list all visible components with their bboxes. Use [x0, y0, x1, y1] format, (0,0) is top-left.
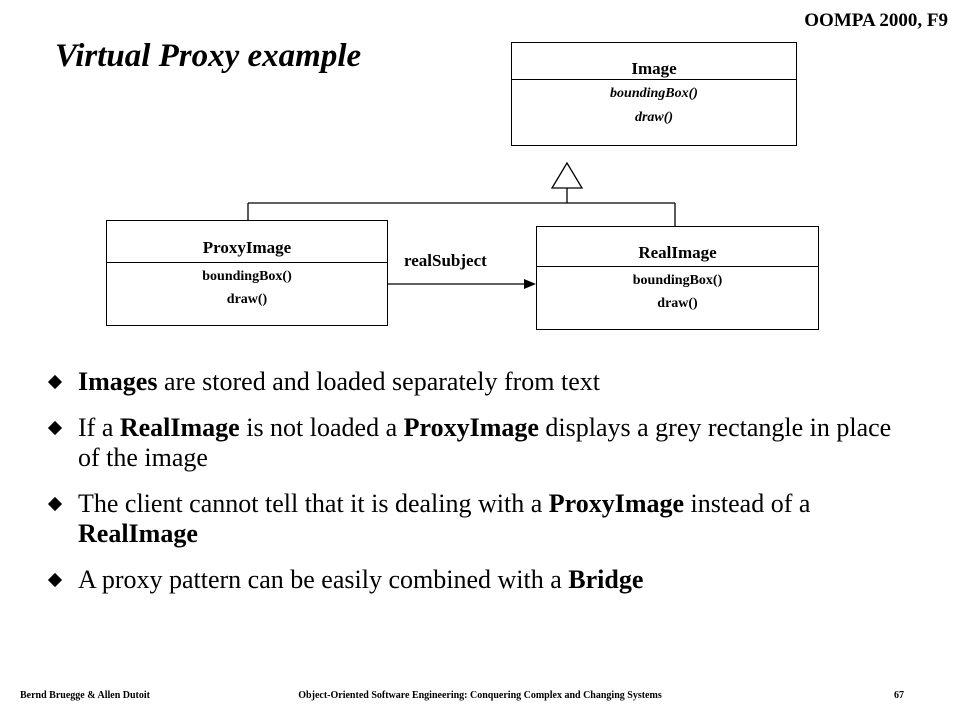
realimage-class-operations: boundingBox() draw() — [537, 267, 818, 315]
image-op-draw: draw() — [634, 110, 674, 125]
image-class-operations: boundingBox() draw() — [512, 80, 796, 130]
bullet-item: The client cannot tell that it is dealin… — [47, 489, 910, 549]
bullet-diamond-icon — [47, 420, 63, 436]
footer-book-title: Object-Oriented Software Engineering: Co… — [298, 690, 662, 701]
footer-authors: Bernd Bruegge & Allen Dutoit — [20, 690, 150, 701]
bullet-emphasis: Bridge — [568, 565, 644, 594]
image-class-box: Image boundingBox() draw() — [511, 42, 797, 146]
proxyimage-op-boundingbox: boundingBox() — [202, 269, 292, 284]
inheritance-triangle — [550, 161, 584, 189]
proxyimage-op-draw: draw() — [226, 292, 268, 307]
bullet-emphasis: Images — [78, 367, 158, 396]
bullet-emphasis: RealImage — [78, 519, 198, 548]
course-label: OOMPA 2000, F9 — [804, 10, 948, 31]
footer-page-number: 67 — [894, 690, 904, 701]
bullet-item: Images are stored and loaded separately … — [47, 367, 910, 397]
bullet-text: instead of a — [684, 489, 811, 518]
bullet-emphasis: ProxyImage — [403, 413, 539, 442]
image-class-name: Image — [512, 43, 796, 80]
bullet-emphasis: ProxyImage — [548, 489, 685, 518]
proxyimage-class-name: ProxyImage — [107, 221, 387, 263]
bullet-text: If a — [78, 413, 120, 442]
bullet-text: displays a grey rectangle in place of th… — [78, 413, 892, 472]
proxyimage-class-box: ProxyImage boundingBox() draw() — [106, 220, 388, 326]
bullet-diamond-icon — [47, 572, 63, 588]
association-label: realSubject — [404, 251, 487, 270]
bullet-text: A proxy pattern can be easily combined w… — [78, 565, 569, 594]
realimage-class-box: RealImage boundingBox() draw() — [536, 226, 819, 330]
bullet-text: The client cannot tell that it is dealin… — [78, 489, 549, 518]
proxyimage-class-operations: boundingBox() draw() — [107, 263, 387, 311]
bullet-diamond-icon — [47, 374, 63, 390]
bullet-list: Images are stored and loaded separately … — [47, 367, 910, 611]
realimage-class-name: RealImage — [537, 227, 818, 267]
association-arrowhead — [524, 279, 536, 289]
realimage-op-draw: draw() — [657, 296, 698, 311]
bullet-item: If a RealImage is not loaded a ProxyImag… — [47, 413, 910, 473]
realimage-op-boundingbox: boundingBox() — [632, 273, 723, 288]
bullet-text: are stored and loaded separately from te… — [157, 367, 600, 396]
bullet-emphasis: RealImage — [119, 413, 240, 442]
bullet-diamond-icon — [47, 496, 63, 512]
bullet-item: A proxy pattern can be easily combined w… — [47, 565, 910, 595]
slide-title: Virtual Proxy example — [55, 38, 362, 74]
bullet-text: is not loaded a — [239, 413, 404, 442]
image-op-boundingbox: boundingBox() — [610, 86, 698, 101]
